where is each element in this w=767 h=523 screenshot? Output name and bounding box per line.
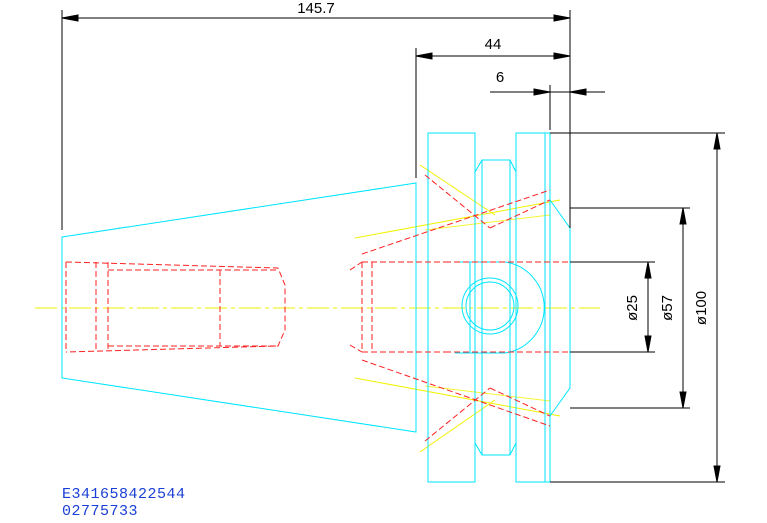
dimension-lines bbox=[61, 10, 725, 483]
dim-overall-length: 145.7 bbox=[297, 0, 335, 17]
centerlines bbox=[35, 164, 600, 453]
dim-flange-offset: 6 bbox=[496, 69, 504, 86]
serial-number: 02775733 bbox=[62, 503, 139, 520]
part-code: E341658422544 bbox=[62, 486, 186, 503]
dim-hub-diameter: ø57 bbox=[659, 295, 676, 321]
dim-flange-length: 44 bbox=[485, 36, 502, 53]
hidden-lines bbox=[65, 174, 570, 442]
dim-flange-diameter: ø100 bbox=[693, 291, 710, 325]
dim-bore-diameter: ø25 bbox=[624, 295, 641, 321]
